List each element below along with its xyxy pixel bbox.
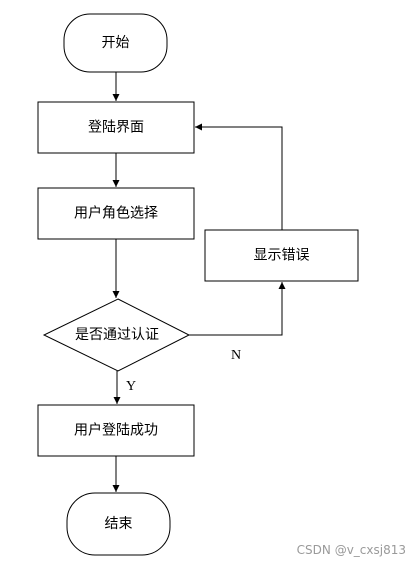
edge-auth-check-no <box>189 282 286 336</box>
auth-check-node: 是否通过认证 <box>42 298 191 372</box>
end-label: 结束 <box>105 516 133 532</box>
login-success-node: 用户登陆成功 <box>37 404 195 457</box>
login-screen-node: 登陆界面 <box>37 101 195 154</box>
start-node: 开始 <box>63 13 168 73</box>
show-error-node: 显示错误 <box>204 229 359 282</box>
yes-label: Y <box>126 379 136 394</box>
auth-check-label: 是否通过认证 <box>75 327 159 343</box>
role-select-label: 用户角色选择 <box>74 205 158 222</box>
show-error-label: 显示错误 <box>254 248 310 264</box>
login-screen-label: 登陆界面 <box>88 120 144 136</box>
login-success-label: 用户登陆成功 <box>74 422 158 439</box>
watermark: CSDN @v_cxsj813 <box>296 543 406 557</box>
no-label: N <box>231 348 241 363</box>
role-select-node: 用户角色选择 <box>37 187 195 240</box>
edge-show-error-to-login-screen <box>195 123 283 230</box>
start-label: 开始 <box>102 35 130 51</box>
end-node: 结束 <box>66 492 171 556</box>
